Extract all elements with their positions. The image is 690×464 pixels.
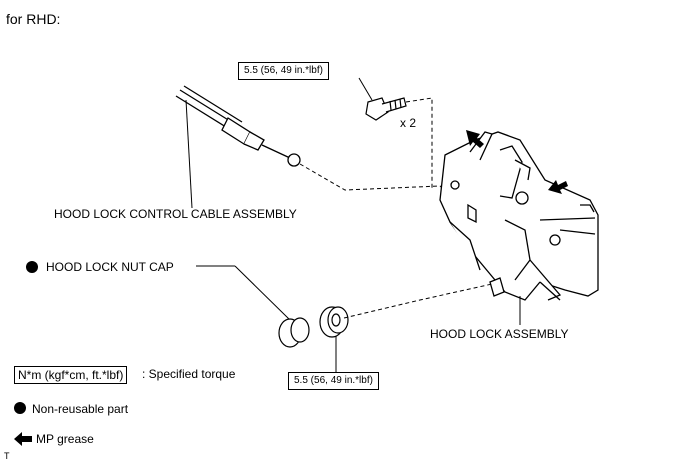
bolt-torque-box: 5.5 (56, 49 in.*lbf) [238,62,329,80]
cable-label: HOOD LOCK CONTROL CABLE ASSEMBLY [54,207,297,221]
hood-lock-body [439,131,599,301]
control-cable [175,85,301,167]
nut [319,306,349,338]
legend-non-reusable: Non-reusable part [32,402,129,416]
page-title: for RHD: [6,11,61,27]
bolt-quantity: x 2 [400,116,417,130]
legend-non-reusable-dot [14,402,26,414]
legend-torque-box: N*m (kgf*cm, ft.*lbf) [14,366,128,384]
non-reusable-dot [26,261,38,273]
legend-torque-desc: : Specified torque [142,367,236,381]
grease-arrow-top [466,130,484,148]
grease-arrow-right [548,180,568,194]
nut-cap [278,317,310,348]
nut-torque-box: 5.5 (56, 49 in.*lbf) [288,372,379,390]
assembly-label: HOOD LOCK ASSEMBLY [430,327,569,341]
corner-mark: T [4,451,10,461]
nut-cap-label: HOOD LOCK NUT CAP [46,260,174,274]
bolt [365,97,407,121]
legend-grease-arrow [14,432,32,446]
legend-grease: MP grease [36,432,94,446]
